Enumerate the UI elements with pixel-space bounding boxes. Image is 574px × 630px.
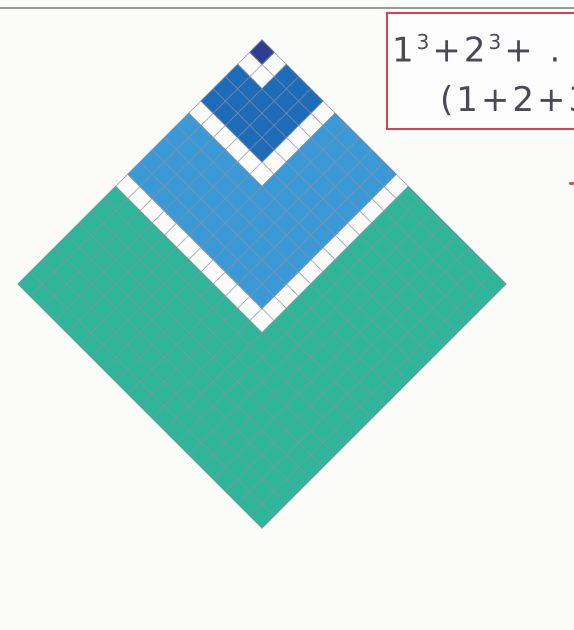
- red-mark: [569, 182, 574, 185]
- formula-line-1: 13+23+ . . .: [392, 30, 574, 70]
- formula-line-2: (1+2+3: [440, 80, 574, 120]
- formula-box: 13+23+ . . . (1+2+3: [386, 12, 574, 130]
- cube-1-square: [250, 40, 274, 64]
